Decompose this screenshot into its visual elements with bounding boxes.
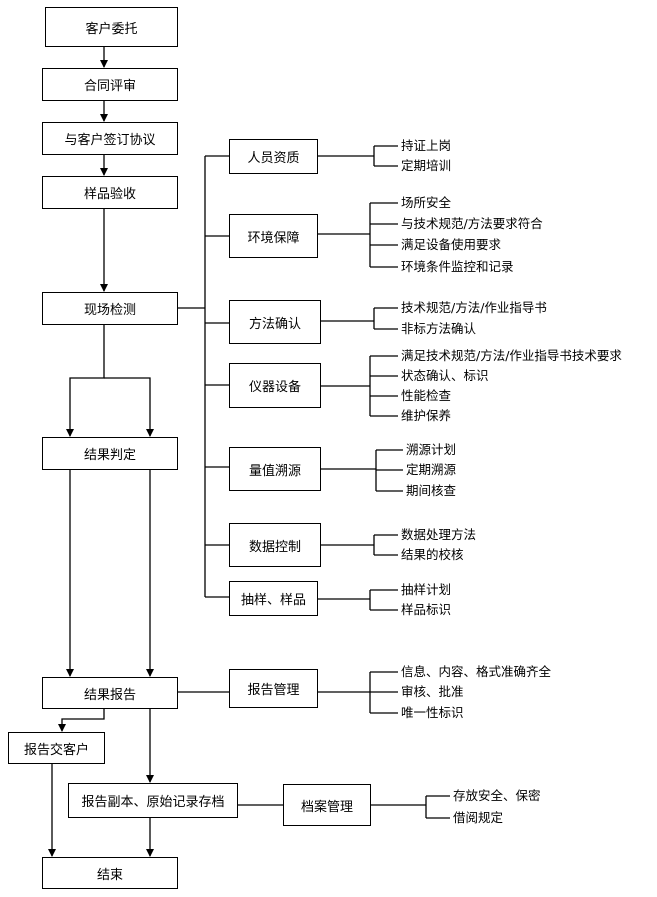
item-borrowing-rules: 借阅规定 — [453, 810, 504, 825]
item-performance-check: 性能检查 — [401, 388, 452, 403]
box-sampling-samples: 抽样、样品 — [229, 581, 318, 616]
box-sample-acceptance: 样品验收 — [42, 176, 178, 209]
box-onsite-testing: 现场检测 — [42, 292, 178, 325]
item-certified-on-duty: 持证上岗 — [401, 138, 452, 153]
item-maintenance: 维护保养 — [401, 408, 452, 423]
box-result-judgment: 结果判定 — [42, 437, 178, 470]
item-traceability-plan: 溯源计划 — [406, 442, 457, 457]
item-sampling-plan: 抽样计划 — [401, 582, 452, 597]
item-environment-monitoring: 环境条件监控和记录 — [401, 259, 514, 274]
box-report-to-client: 报告交客户 — [8, 732, 105, 764]
box-archive-management: 档案管理 — [283, 784, 371, 826]
item-regular-traceability: 定期溯源 — [406, 462, 457, 477]
box-value-traceability: 量值溯源 — [229, 447, 321, 491]
item-info-complete: 信息、内容、格式准确齐全 — [401, 664, 552, 679]
box-end: 结束 — [42, 857, 178, 889]
box-client-entrust: 客户委托 — [45, 7, 178, 47]
box-report-management: 报告管理 — [229, 669, 318, 708]
box-environment-assurance: 环境保障 — [229, 214, 318, 258]
item-status-identification: 状态确认、标识 — [401, 368, 489, 383]
item-result-verification: 结果的校核 — [401, 547, 464, 562]
box-result-report: 结果报告 — [42, 677, 178, 709]
box-contract-review: 合同评审 — [42, 68, 178, 101]
item-meets-equipment-requirements: 满足设备使用要求 — [401, 237, 502, 252]
item-regular-training: 定期培训 — [401, 158, 452, 173]
item-technical-spec-method: 技术规范/方法/作业指导书 — [401, 300, 547, 315]
item-meets-spec-requirements: 与技术规范/方法要求符合 — [401, 216, 543, 231]
item-meets-technical-requirements: 满足技术规范/方法/作业指导书技术要求 — [401, 348, 622, 363]
item-unique-identification: 唯一性标识 — [401, 705, 464, 720]
item-site-safety: 场所安全 — [401, 195, 452, 210]
item-sample-identification: 样品标识 — [401, 602, 452, 617]
box-instrument-equipment: 仪器设备 — [229, 363, 321, 408]
item-storage-security: 存放安全、保密 — [453, 788, 541, 803]
item-data-processing: 数据处理方法 — [401, 527, 477, 542]
box-report-copy-archive: 报告副本、原始记录存档 — [68, 783, 238, 818]
item-review-approval: 审核、批准 — [401, 684, 464, 699]
box-sign-agreement: 与客户签订协议 — [42, 122, 178, 155]
box-personnel-qualification: 人员资质 — [229, 139, 318, 174]
item-nonstandard-method: 非标方法确认 — [401, 321, 477, 336]
item-intermediate-check: 期间核查 — [406, 483, 457, 498]
box-data-control: 数据控制 — [229, 523, 321, 567]
box-method-confirmation: 方法确认 — [229, 300, 321, 344]
